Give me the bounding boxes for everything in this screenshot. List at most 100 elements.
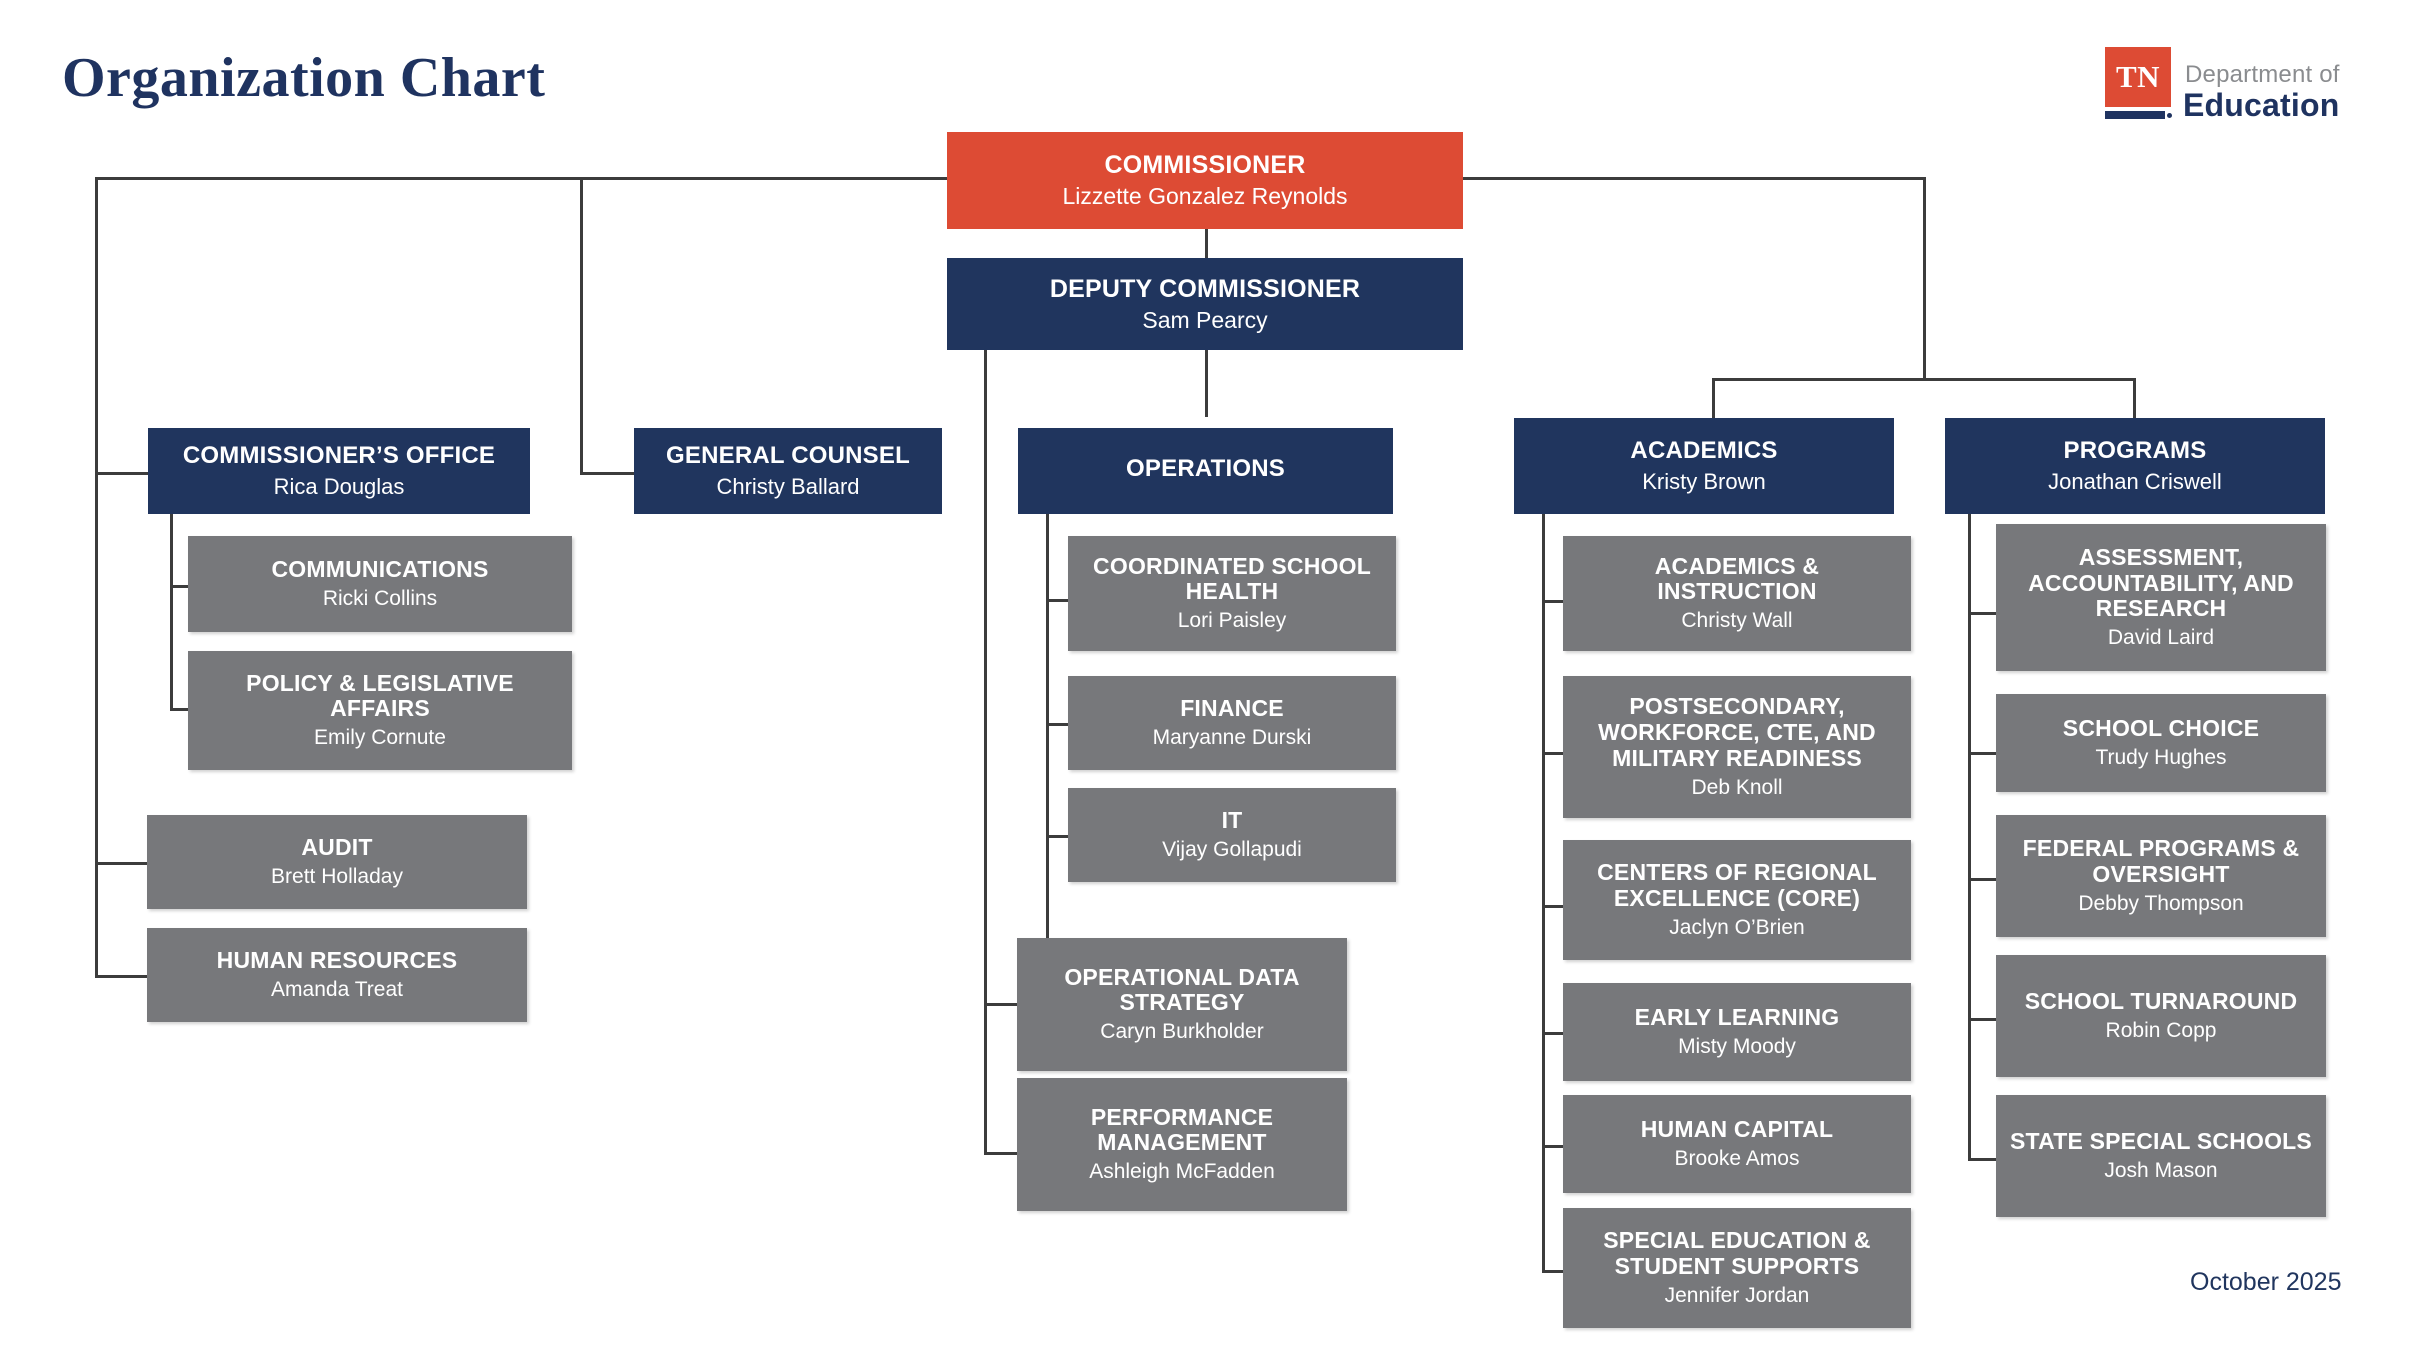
node-name: Rica Douglas [273,473,405,499]
tn-monogram: TN [2115,59,2161,94]
node-operational-data-strategy[interactable]: OPERATIONAL DATA STRATEGY Caryn Burkhold… [1017,938,1347,1071]
node-state-special-schools[interactable]: STATE SPECIAL SCHOOLS Josh Mason [1996,1095,2326,1217]
node-name: Maryanne Durski [1152,725,1312,749]
node-title: SPECIAL EDUCATION & STUDENT SUPPORTS [1603,1227,1871,1279]
node-federal-programs-oversight[interactable]: FEDERAL PROGRAMS & OVERSIGHT Debby Thomp… [1996,815,2326,937]
node-postsecondary-workforce-cte-military-readiness[interactable]: POSTSECONDARY, WORKFORCE, CTE, AND MILIT… [1563,676,1911,818]
node-title: FEDERAL PROGRAMS & OVERSIGHT [2022,835,2300,887]
connector-right-trunk-down [1923,177,1926,381]
connector-deputy-to-operations [1205,349,1208,417]
node-title: IT [1221,807,1243,834]
node-name: Josh Mason [2104,1158,2218,1182]
node-title: SCHOOL CHOICE [2062,715,2260,742]
node-school-turnaround[interactable]: SCHOOL TURNAROUND Robin Copp [1996,955,2326,1077]
node-human-capital[interactable]: HUMAN CAPITAL Brooke Amos [1563,1095,1911,1193]
connector-left-outer-trunk-lower [95,472,98,978]
logo-department-text: Department of [2185,61,2340,88]
node-title: OPERATIONAL DATA STRATEGY [1064,963,1300,1016]
connector-academics-trunk [1542,513,1545,1271]
node-special-education-student-supports[interactable]: SPECIAL EDUCATION & STUDENT SUPPORTS Jen… [1563,1208,1911,1328]
node-name: Brooke Amos [1674,1146,1800,1170]
connector-to-it [1046,835,1070,838]
node-title: POLICY & LEGISLATIVE AFFAIRS [246,669,514,722]
page-title: Organization Chart [62,47,546,109]
connector-to-communications [170,585,189,588]
node-name: Sam Pearcy [1142,306,1268,333]
connector-to-state-special-schools [1968,1158,1996,1161]
node-deputy-commissioner[interactable]: DEPUTY COMMISSIONER Sam Pearcy [947,258,1463,350]
tn-underline-bar-icon [2105,111,2165,119]
node-name: Misty Moody [1678,1034,1796,1058]
node-title: FINANCE [1180,695,1284,722]
connector-commissioner-left [95,177,947,180]
node-school-choice[interactable]: SCHOOL CHOICE Trudy Hughes [1996,694,2326,792]
node-title: ACADEMICS & INSTRUCTION [1654,552,1820,605]
node-performance-management[interactable]: PERFORMANCE MANAGEMENT Ashleigh McFadden [1017,1078,1347,1211]
node-title: STATE SPECIAL SCHOOLS [2010,1128,2312,1155]
connector-to-core [1542,905,1564,908]
node-title: EARLY LEARNING [1634,1004,1840,1031]
tn-dot-icon [2167,113,2172,118]
node-coordinated-school-health[interactable]: COORDINATED SCHOOL HEALTH Lori Paisley [1068,536,1396,651]
connector-to-assessment [1968,612,1996,615]
connector-to-policy [170,708,189,711]
node-assessment-accountability-research[interactable]: ASSESSMENT, ACCOUNTABILITY, AND RESEARCH… [1996,524,2326,671]
connector-to-academics-instruction [1542,600,1564,603]
connector-to-programs [2133,378,2136,418]
node-title: HUMAN RESOURCES [216,947,458,974]
node-operations[interactable]: OPERATIONS [1018,428,1393,514]
node-title: SCHOOL TURNAROUND [2024,988,2298,1015]
node-title: PERFORMANCE MANAGEMENT [1090,1103,1274,1156]
node-name: Ashleigh McFadden [1089,1160,1275,1184]
connector-deputy-lower-trunk [984,349,987,1154]
connector-to-human-resources [95,975,148,978]
node-title: HUMAN CAPITAL [1640,1116,1834,1143]
connector-to-operational-data-strategy [984,1003,1017,1006]
node-communications[interactable]: COMMUNICATIONS Ricki Collins [188,536,572,632]
node-name: Trudy Hughes [2095,745,2227,769]
node-name: Robin Copp [2105,1018,2217,1042]
node-name: Emily Cornute [314,726,446,750]
node-name: Caryn Burkholder [1100,1020,1264,1044]
connector-commissioner-right [1463,177,1926,180]
connector-to-human-capital [1542,1145,1564,1148]
connector-to-sped [1542,1270,1564,1273]
node-academics[interactable]: ACADEMICS Kristy Brown [1514,418,1894,514]
connector-operations-trunk [1046,513,1049,965]
node-title: COMMISSIONER [1104,151,1306,180]
connector-academics-programs-bar [1712,378,2136,381]
node-title: POSTSECONDARY, WORKFORCE, CTE, AND MILIT… [1598,693,1876,771]
node-title: OPERATIONS [1126,454,1285,482]
node-centers-of-regional-excellence[interactable]: CENTERS OF REGIONAL EXCELLENCE (CORE) Ja… [1563,840,1911,960]
node-title: AUDIT [301,834,373,861]
node-title: ASSESSMENT, ACCOUNTABILITY, AND RESEARCH [2028,543,2294,622]
connector-general-counsel-down [580,177,583,472]
node-title: ACADEMICS [1630,436,1778,464]
node-programs[interactable]: PROGRAMS Jonathan Criswell [1945,418,2325,514]
node-name: Vijay Gollapudi [1162,837,1302,861]
node-name: Debby Thompson [2078,891,2244,915]
node-name: Amanda Treat [271,977,403,1001]
node-commissioners-office[interactable]: COMMISSIONER’S OFFICE Rica Douglas [148,428,530,514]
node-name: Lizzette Gonzalez Reynolds [1062,183,1348,210]
connector-left-trunk-down [95,177,98,475]
node-it[interactable]: IT Vijay Gollapudi [1068,788,1396,882]
tn-red-square-icon [2105,47,2171,107]
node-human-resources[interactable]: HUMAN RESOURCES Amanda Treat [147,928,527,1022]
node-commissioner[interactable]: COMMISSIONER Lizzette Gonzalez Reynolds [947,132,1463,229]
node-title: CENTERS OF REGIONAL EXCELLENCE (CORE) [1597,859,1877,911]
connector-commissioners-office-trunk [170,513,173,710]
node-name: Christy Ballard [716,473,860,499]
connector-to-audit [95,862,148,865]
node-finance[interactable]: FINANCE Maryanne Durski [1068,676,1396,770]
node-academics-instruction[interactable]: ACADEMICS & INSTRUCTION Christy Wall [1563,536,1911,651]
node-name: Jennifer Jordan [1664,1283,1810,1307]
node-early-learning[interactable]: EARLY LEARNING Misty Moody [1563,983,1911,1081]
connector-to-commissioners-office [95,472,151,475]
node-audit[interactable]: AUDIT Brett Holladay [147,815,527,909]
node-title: COORDINATED SCHOOL HEALTH [1093,552,1371,605]
node-policy-legislative-affairs[interactable]: POLICY & LEGISLATIVE AFFAIRS Emily Cornu… [188,651,572,770]
node-name: Brett Holladay [271,864,403,888]
chart-date: October 2025 [2190,1268,2342,1296]
node-general-counsel[interactable]: GENERAL COUNSEL Christy Ballard [634,428,942,514]
